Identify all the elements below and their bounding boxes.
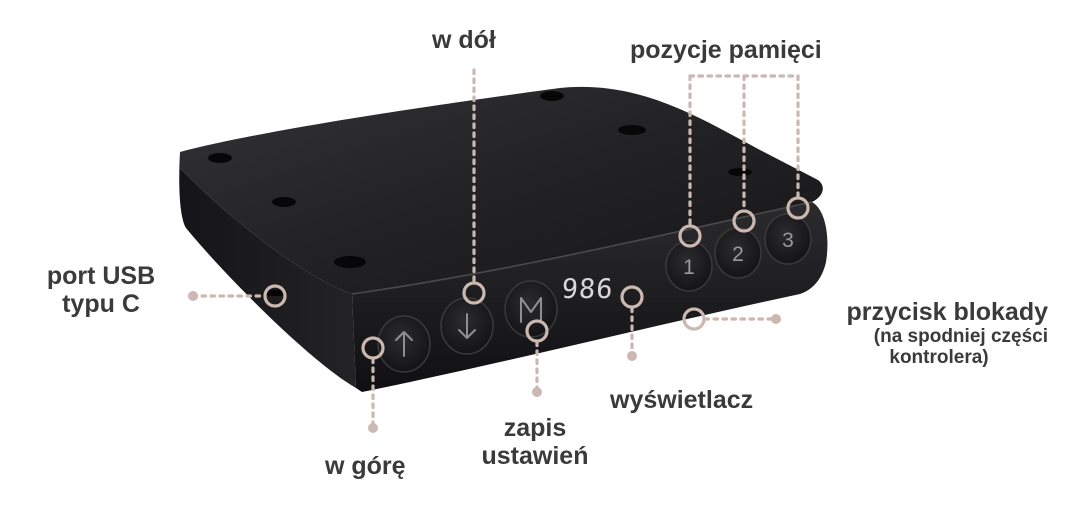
label-zapis-line1: zapis [503, 414, 567, 442]
controller-left-face [179, 152, 356, 388]
down-button[interactable] [440, 297, 494, 355]
mounting-hole [728, 168, 752, 176]
up-button[interactable] [377, 315, 431, 373]
callout-wyswietlacz [620, 285, 644, 361]
label-port-usb: port USB typu C [32, 262, 170, 318]
label-przycisk-blokady: przycisk blokady (na spodniej części kon… [790, 298, 1048, 369]
callouts [188, 68, 810, 433]
memory-button-2[interactable]: 2 [714, 227, 762, 279]
memory-save-button[interactable] [504, 280, 558, 338]
height-display: 986 [561, 274, 615, 305]
label-przycisk-blokady-line1: przycisk blokady [846, 298, 1048, 326]
label-port-usb-line2: typu C [62, 290, 140, 318]
controller-body: 986 1 2 3 [179, 86, 828, 392]
usb-c-port [266, 290, 284, 296]
memory-button-3[interactable]: 3 [764, 213, 812, 265]
memory-button-3-label: 3 [782, 229, 794, 252]
label-port-usb-line1: port USB [46, 262, 156, 290]
memory-m-icon [520, 297, 542, 323]
callout-w-dol [462, 68, 486, 305]
label-pozycje-pamieci: pozycje pamięci [630, 36, 822, 64]
label-wyswietlacz: wyświetlacz [610, 386, 754, 414]
callout-port-usb [188, 284, 287, 308]
label-przycisk-blokady-line3: kontrolera) [889, 347, 989, 369]
label-w-gore: w górę [325, 452, 406, 480]
label-zapis-ustawien: zapis ustawień [450, 414, 620, 470]
mounting-hole [618, 125, 646, 135]
mounting-hole [272, 197, 296, 207]
callout-zapis-ustawien [525, 319, 549, 397]
callout-w-gore [361, 336, 385, 433]
display-value: 986 [561, 274, 615, 305]
mounting-hole [208, 153, 232, 163]
label-zapis-line2: ustawień [481, 442, 589, 470]
callout-przycisk-blokady [682, 307, 781, 331]
arrow-down-icon [458, 313, 476, 339]
mounting-hole [540, 91, 564, 101]
label-w-dol: w dół [432, 26, 496, 54]
arrow-up-icon [395, 331, 413, 357]
memory-button-2-label: 2 [732, 243, 744, 266]
controller-edge-highlight [351, 201, 813, 295]
controller-top-face [180, 86, 823, 295]
label-przycisk-blokady-line2: (na spodniej części [873, 326, 1048, 347]
memory-button-1[interactable]: 1 [665, 240, 713, 292]
callout-pozycje-pamieci [678, 74, 810, 248]
mounting-hole [334, 256, 366, 268]
memory-button-1-label: 1 [683, 256, 695, 279]
